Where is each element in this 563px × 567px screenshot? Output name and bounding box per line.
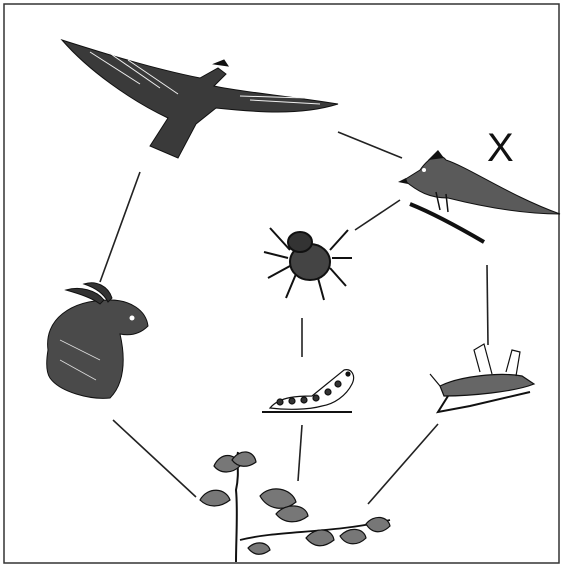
rabbit-icon bbox=[47, 283, 148, 399]
caterpillar-icon bbox=[262, 370, 354, 412]
organism-label-x: X bbox=[487, 128, 514, 168]
plant-icon bbox=[200, 452, 390, 562]
bird-x-icon bbox=[398, 150, 560, 242]
link-grasshopper-plant bbox=[368, 424, 438, 504]
spider-icon bbox=[264, 228, 352, 300]
link-bird-grasshopper bbox=[487, 265, 488, 345]
link-caterpillar-plant bbox=[298, 425, 302, 481]
link-hawk-bird bbox=[338, 132, 402, 158]
grasshopper-icon bbox=[430, 344, 534, 412]
link-rabbit-plant bbox=[113, 420, 196, 497]
link-hawk-rabbit bbox=[100, 172, 140, 282]
hawk-icon bbox=[62, 40, 338, 158]
link-bird-spider bbox=[355, 200, 400, 230]
